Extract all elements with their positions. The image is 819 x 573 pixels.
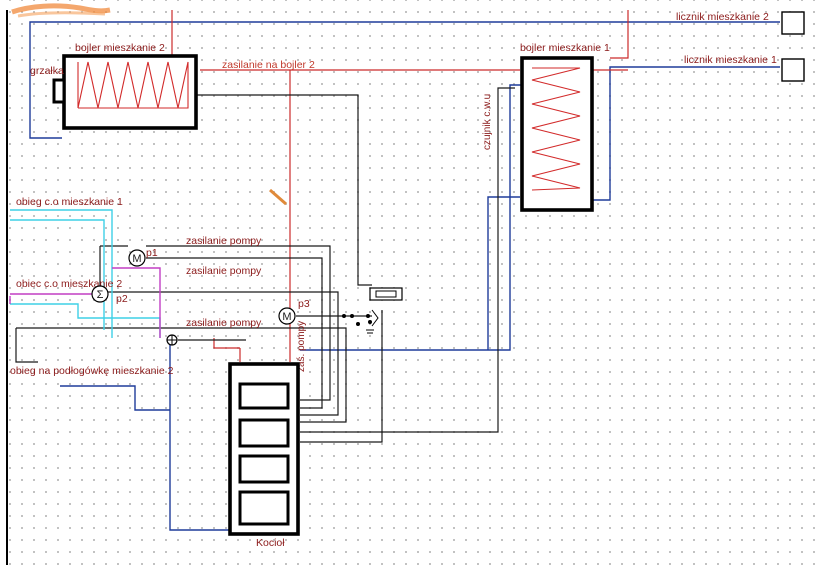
pump-supply-label-3: zasilanie pompy (186, 317, 262, 329)
heater-label: grzałka (30, 65, 64, 77)
boiler-2-label: bojler mieszkanie 2 (75, 42, 165, 54)
pump-supply-short-label: zaś. pompy (296, 321, 307, 372)
boiler-1-label: bojler mieszkanie 1 (520, 42, 610, 54)
ch-circuit-1-label: obieg c.o mieszkanie 1 (16, 196, 123, 208)
heating-circuit-lines (9, 209, 161, 338)
pump-p3-icon: M (278, 307, 296, 325)
ch-circuit-2-label: obiec c.o mieszkanie 2 (16, 278, 122, 290)
svg-text:M: M (132, 253, 141, 265)
pump-p2-icon: Σ (91, 285, 109, 303)
orange-scribble (11, 3, 111, 18)
mixing-valve-icon (166, 334, 178, 346)
floor-circuit-2-label: obieg na podłogówkę mieszkanie 2 (10, 365, 174, 377)
boiler-2 (52, 54, 198, 130)
boiler-1 (520, 56, 594, 212)
furnace-label: Kocioł (256, 537, 285, 549)
pump-p3-label: p3 (298, 298, 310, 310)
meter-1-label: licznik mieszkanie 1 (684, 54, 777, 66)
furnace (228, 362, 300, 536)
meter-1-box (781, 58, 805, 82)
controller-icon (342, 287, 403, 334)
pump-p1-icon: M (128, 249, 146, 267)
pump-p1-label: p1 (146, 247, 158, 259)
pump-supply-label-1: zasilanie pompy (186, 235, 262, 247)
meter-2-label: licznik mieszkanie 2 (676, 11, 769, 23)
black-lines (15, 87, 515, 443)
svg-text:M: M (282, 311, 291, 323)
pump-supply-label-2: zasilanie pompy (186, 265, 262, 277)
meter-2-box (781, 11, 805, 35)
svg-text:Σ: Σ (97, 289, 104, 301)
dhw-sensor-label: czujnik c.w.u (482, 94, 493, 150)
supply-boiler-label: zasilanie na bojler 2 (222, 59, 315, 71)
pump-p2-label: p2 (116, 293, 128, 305)
